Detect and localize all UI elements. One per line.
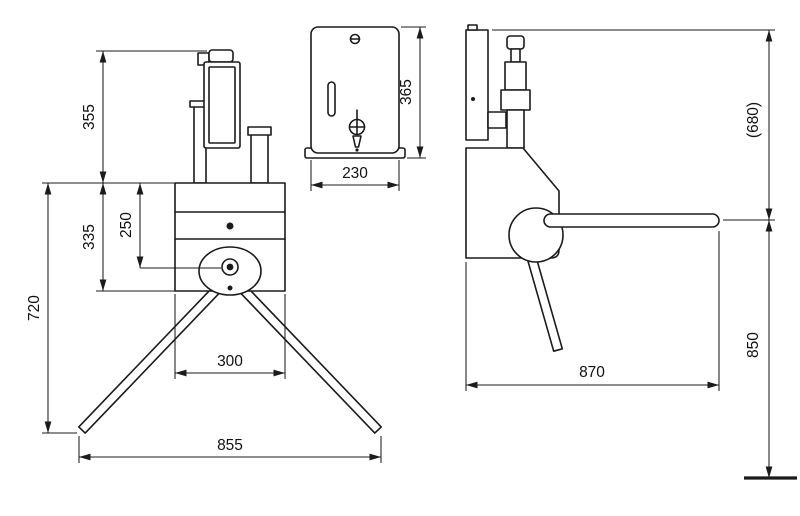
- front-view: 355 335 250 720 300 855: [26, 49, 382, 463]
- dispenser-object: [304, 26, 406, 159]
- side-leg: [524, 250, 564, 352]
- dim-label-365: 365: [398, 79, 415, 105]
- housing-lock-dot: [226, 222, 234, 230]
- side-dimensions: 870 (680) 850: [465, 29, 797, 480]
- reader-head-cap: [208, 49, 234, 63]
- dispenser-body: [310, 26, 400, 154]
- level-window: [327, 81, 336, 117]
- dim-label-870: 870: [579, 364, 605, 381]
- dim-label-250: 250: [118, 212, 135, 238]
- side-post-neck: [510, 48, 521, 63]
- side-bracket: [487, 111, 507, 129]
- dispenser-view: 365 230: [304, 26, 426, 191]
- dim-label-335: 335: [81, 224, 98, 250]
- hub-shaft-ring: [221, 258, 239, 276]
- panel-top-tab: [467, 24, 478, 31]
- turnstile-arm: [543, 213, 720, 228]
- dispenser-dimensions: 365 230: [310, 26, 426, 191]
- side-post-cap: [506, 35, 525, 50]
- side-view: 870 (680) 850: [465, 24, 797, 480]
- dim-label-720: 720: [26, 295, 43, 321]
- tripod-hub: [198, 246, 262, 296]
- side-post-lower: [506, 109, 525, 149]
- panel-screw-dot: [471, 97, 475, 101]
- hub-shaft-dot: [226, 263, 234, 271]
- dim-label-300: 300: [217, 353, 243, 370]
- hub-lower-dot: [227, 285, 233, 291]
- tripod-leg-right: [236, 282, 382, 434]
- dispenser-side-panel: [465, 29, 489, 141]
- side-post-upper: [504, 61, 527, 91]
- side-post-collar: [500, 89, 531, 111]
- dim-label-680: (680): [745, 102, 762, 138]
- tripod-leg-left: [78, 282, 224, 434]
- dim-label-855: 855: [217, 437, 243, 454]
- turnstile-side-object: [465, 24, 720, 352]
- dim-label-355: 355: [81, 104, 98, 130]
- reader-head: [203, 61, 241, 149]
- turnstile-front-object: [78, 49, 382, 434]
- reader-head-panel: [208, 66, 236, 144]
- right-post-cap: [247, 126, 272, 136]
- front-dimensions: 355 335 250 720 300 855: [26, 50, 382, 463]
- dim-label-850: 850: [745, 332, 762, 358]
- tap-icon: [348, 109, 366, 152]
- right-post: [250, 133, 269, 184]
- dim-label-230: 230: [342, 165, 368, 182]
